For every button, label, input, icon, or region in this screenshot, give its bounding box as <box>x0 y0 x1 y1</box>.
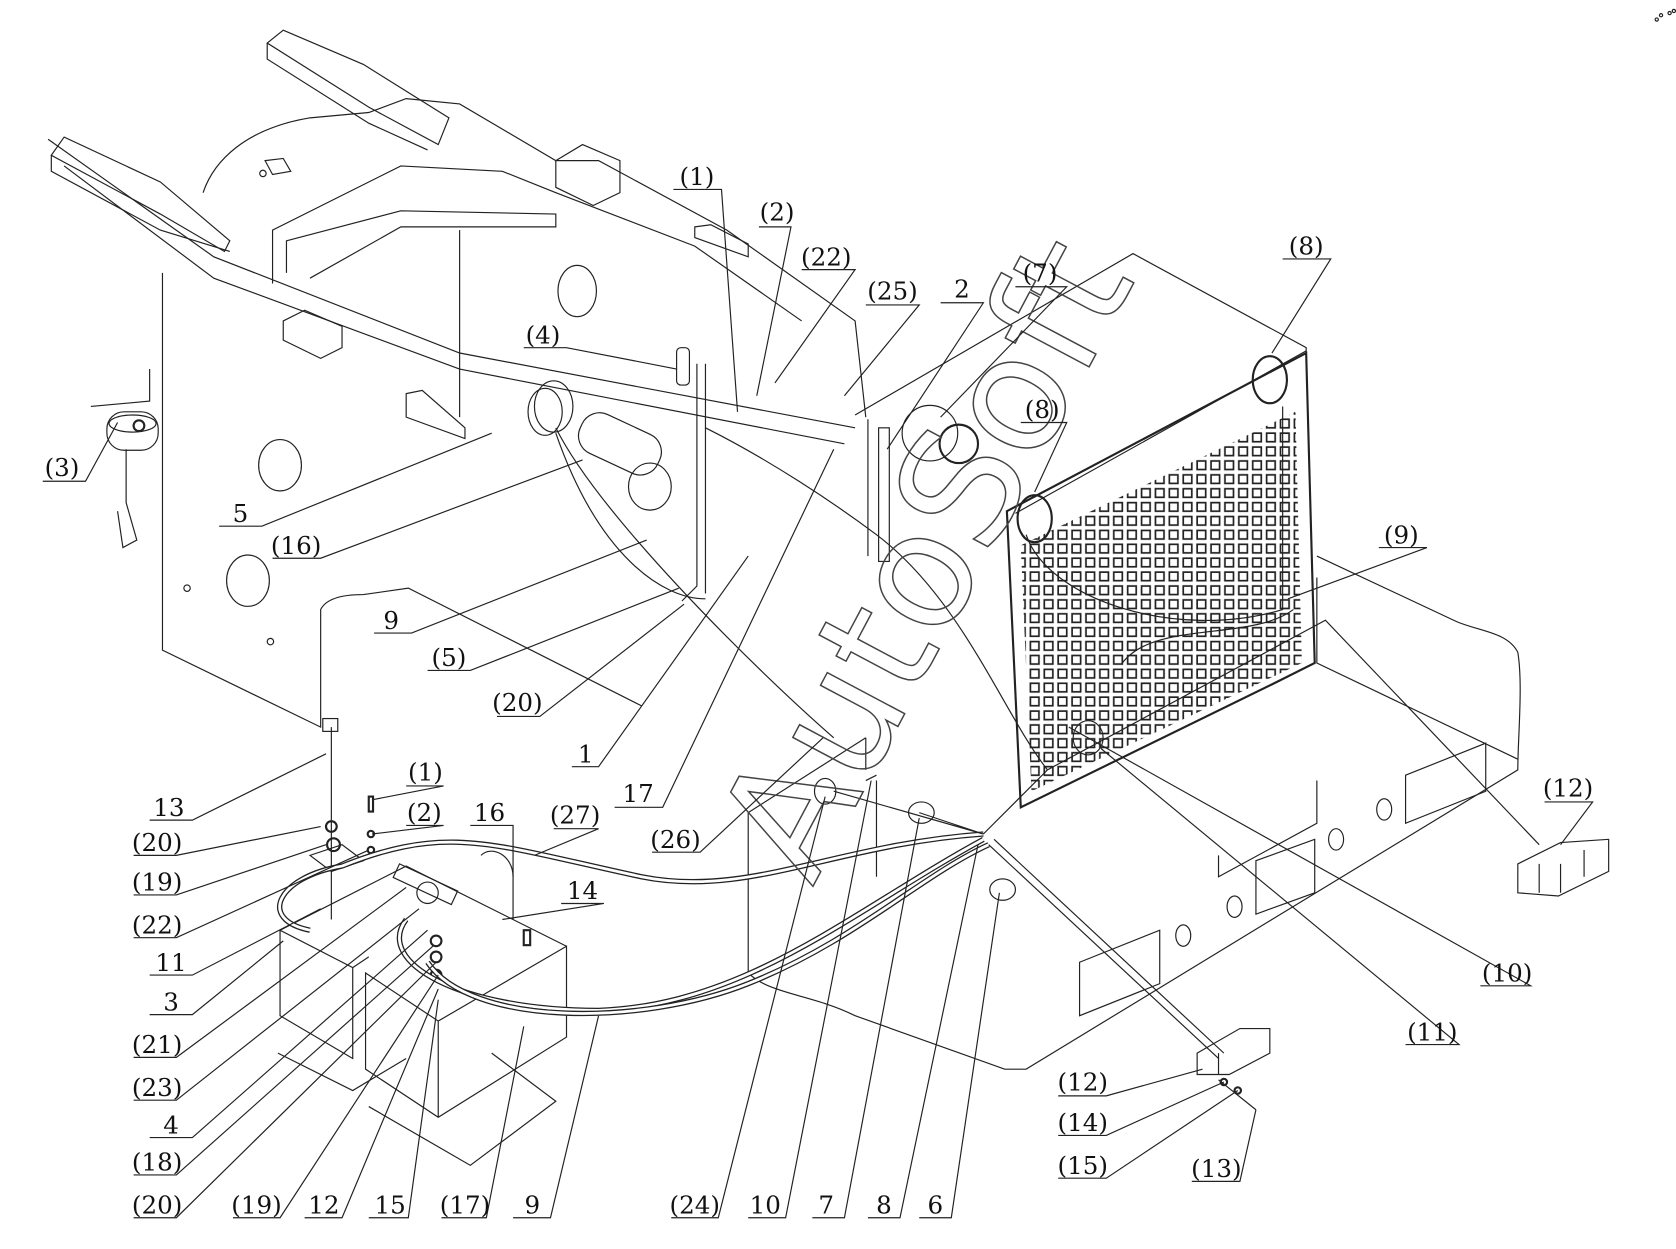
callout: 8 <box>876 1190 892 1219</box>
callout: 3 <box>163 987 179 1016</box>
leader-lines <box>42 188 1594 1219</box>
callout: (21) <box>132 1030 182 1059</box>
callout: (3) <box>45 453 80 482</box>
connector-12-bottom <box>1196 1027 1271 1111</box>
callout: (15) <box>1058 1151 1108 1180</box>
callout: (11) <box>1407 1017 1457 1046</box>
lamp-8 <box>1251 355 1288 405</box>
callout: (19) <box>231 1190 281 1219</box>
callout: 10 <box>750 1190 781 1219</box>
callout: (25) <box>867 277 917 306</box>
callout: (2) <box>407 798 442 827</box>
callout: (5) <box>432 643 467 672</box>
callout: (26) <box>650 825 700 854</box>
wiring-harness <box>277 406 1540 1059</box>
callout: (1) <box>679 162 714 191</box>
lower-chassis <box>747 555 1521 1070</box>
callout: (14) <box>1058 1108 1108 1137</box>
callout: (13) <box>1191 1154 1241 1183</box>
callout: (27) <box>550 800 600 829</box>
callout: 2 <box>954 274 970 303</box>
callout: 4 <box>163 1110 179 1139</box>
callout: (10) <box>1482 959 1532 988</box>
component-3-valve <box>90 369 159 549</box>
callout: 16 <box>474 798 505 827</box>
callout: (20) <box>132 828 182 857</box>
left-side-plate <box>161 169 642 729</box>
mesh-grille <box>1020 411 1302 792</box>
callout: 17 <box>622 779 653 808</box>
callout: (20) <box>492 688 542 717</box>
callout: 14 <box>567 876 598 905</box>
callout: (16) <box>271 531 321 560</box>
callout: (4) <box>526 320 561 349</box>
plate-hole <box>226 554 270 607</box>
callout: 1 <box>578 739 594 768</box>
callout: (24) <box>670 1190 720 1219</box>
part-callouts: (1) (2) (22) (25) 2 (7) (8) (8) (4) (3) … <box>45 162 1594 1219</box>
callout: 9 <box>383 606 399 635</box>
callout: 9 <box>524 1190 540 1219</box>
callout: (23) <box>132 1073 182 1102</box>
callout: 6 <box>927 1190 943 1219</box>
plate-hole <box>527 387 563 436</box>
plate-hole <box>258 438 303 492</box>
callout: (8) <box>1289 232 1324 261</box>
callout: (1) <box>408 758 443 787</box>
callout: (19) <box>132 868 182 897</box>
callout: 5 <box>233 499 249 528</box>
callout: (17) <box>440 1190 490 1219</box>
callout: (18) <box>132 1148 182 1177</box>
component-16-motor <box>533 380 706 600</box>
callout: 11 <box>155 948 186 977</box>
component-7-grommet <box>907 801 935 824</box>
callout: (12) <box>1058 1068 1108 1097</box>
callout: 13 <box>153 793 184 822</box>
lamp-8 <box>1016 494 1053 544</box>
callout: 15 <box>374 1190 405 1219</box>
upper-frame-arms <box>47 29 867 445</box>
callout: (7) <box>1023 258 1058 287</box>
corner-mark-icon <box>1654 8 1676 22</box>
connector-12-right <box>1517 838 1610 897</box>
callout: 7 <box>818 1190 834 1219</box>
callout: (22) <box>801 242 851 271</box>
component-4-sensor <box>676 347 707 602</box>
callout: (2) <box>760 197 795 226</box>
component-11 <box>1072 720 1104 756</box>
callout: 12 <box>308 1190 339 1219</box>
callout: (8) <box>1025 395 1060 424</box>
callout: (9) <box>1384 520 1419 549</box>
plate-hole <box>557 264 598 318</box>
callout: (20) <box>132 1190 182 1219</box>
component-6-grommet <box>989 878 1017 901</box>
component-7 <box>901 404 959 462</box>
callout: (22) <box>132 910 182 939</box>
right-box-enclosure <box>854 252 1316 809</box>
callout: (12) <box>1543 774 1593 803</box>
